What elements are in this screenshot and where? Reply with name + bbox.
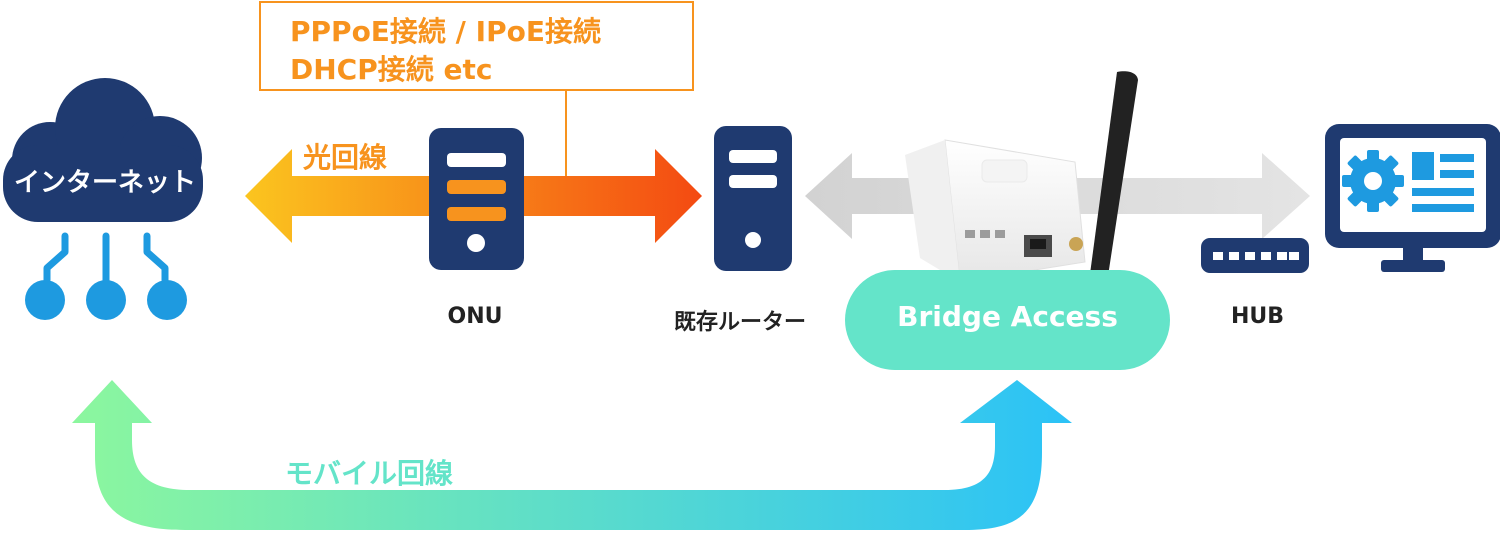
node-dot-right — [147, 280, 187, 320]
cloud-icon — [3, 78, 203, 222]
onu-label: ONU — [447, 304, 503, 329]
router-server-icon — [714, 126, 792, 271]
protocol-box — [259, 1, 694, 91]
protocol-line-1: PPPoE接続 / IPoE接続 — [290, 15, 601, 48]
internet-label: インターネット — [13, 168, 196, 198]
mobile-arrow — [72, 380, 1072, 530]
network-nodes-icon — [43, 232, 169, 286]
protocol-line-2: DHCP接続 etc — [290, 53, 493, 86]
bridge-access-badge — [845, 270, 1170, 370]
router-device-icon — [905, 71, 1138, 283]
node-dot-left — [25, 280, 65, 320]
bridge-access-label: Bridge Access — [897, 300, 1118, 333]
gear-icon — [1342, 150, 1404, 212]
antenna — [1090, 71, 1138, 281]
onu-server-icon — [429, 128, 524, 270]
mobile-line-label: モバイル回線 — [285, 457, 454, 490]
fiber-line-label: 光回線 — [303, 141, 388, 174]
monitor-icon — [1325, 124, 1500, 272]
hub-icon — [1201, 238, 1309, 273]
node-dot-center — [86, 280, 126, 320]
hub-label: HUB — [1230, 304, 1285, 329]
router-label: 既存ルーター — [673, 310, 806, 335]
